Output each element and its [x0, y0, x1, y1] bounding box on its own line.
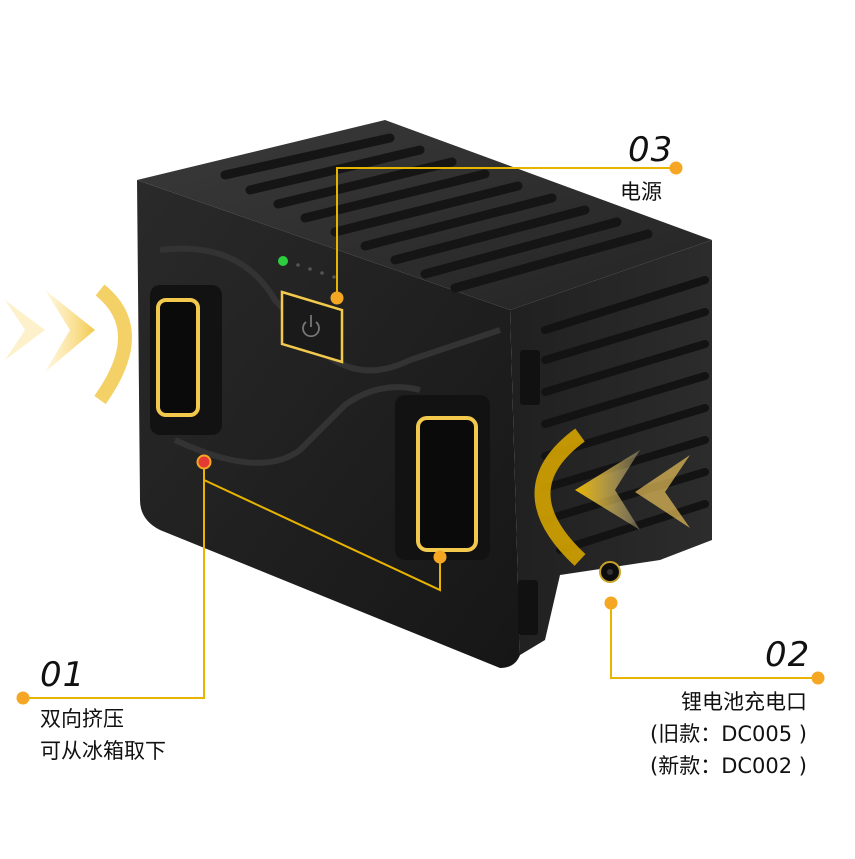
power-button[interactable] [280, 290, 344, 364]
dc-charge-port [599, 561, 621, 583]
leader-line-01b [203, 479, 441, 592]
chevron-arrow-icon [45, 290, 95, 372]
side-clip-upper [520, 350, 540, 405]
marker-01-grip [196, 454, 212, 470]
callout-02-line2: (旧款：DC005 ) [650, 722, 807, 746]
marker-03-label [669, 161, 683, 175]
callout-03-number: 03 [628, 130, 674, 170]
left-grip-handle [150, 285, 222, 435]
callout-01-number: 01 [40, 655, 86, 695]
marker-01-handle [433, 550, 447, 564]
top-vent-ribs [220, 133, 653, 293]
leader-line-01 [23, 462, 205, 699]
marker-02-port [604, 596, 618, 610]
leader-lines [23, 167, 818, 699]
chevron-arrow-icon [575, 450, 640, 530]
callout-02-line3: (新款：DC002 ) [650, 754, 807, 778]
arc-glow-icon [534, 428, 586, 566]
chevron-arrow-icon [5, 300, 45, 360]
battery-top-face [137, 120, 712, 310]
marker-01-label [16, 691, 30, 705]
power-led [278, 256, 288, 266]
side-clip-lower [518, 580, 538, 635]
callout-01-line1: 双向挤压 [40, 707, 124, 731]
marker-02-label [811, 671, 825, 685]
callout-02-number: 02 [765, 635, 811, 675]
chevron-arrow-icon [635, 455, 690, 528]
arc-glow-icon [94, 284, 132, 405]
leader-line-02 [610, 603, 818, 679]
callout-02-line1: 锂电池充电口 [681, 690, 807, 714]
left-push-arrows [5, 284, 132, 405]
callout-01-line2: 可从冰箱取下 [40, 739, 166, 763]
marker-03-button [330, 291, 344, 305]
battery-level-dots [296, 263, 336, 279]
leader-line-03 [336, 167, 676, 298]
power-icon [302, 315, 320, 338]
callout-03-label: 电源 [620, 180, 662, 204]
right-grip-handle [395, 395, 490, 560]
right-push-arrows [534, 428, 690, 566]
